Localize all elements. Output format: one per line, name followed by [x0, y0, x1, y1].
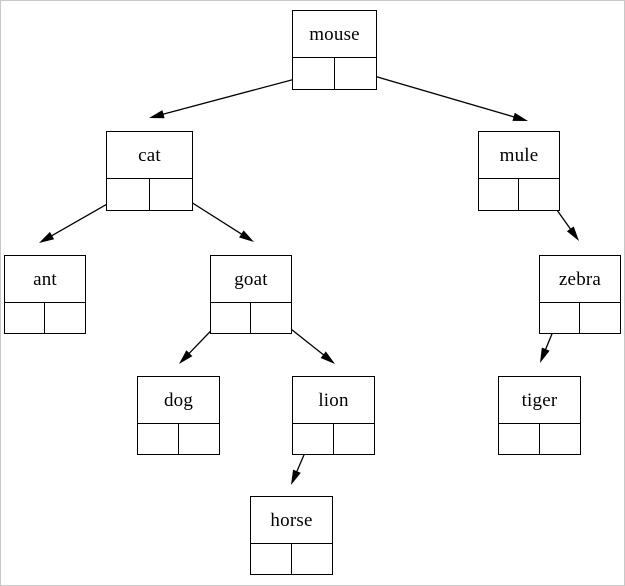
tree-node-label: dog	[138, 377, 219, 424]
tree-node-label: goat	[211, 256, 291, 303]
tree-node-pointer-row	[107, 179, 192, 210]
tree-node-dog[interactable]: dog	[137, 376, 220, 455]
left-pointer-cell[interactable]	[293, 424, 334, 454]
tree-edge-mouse-to-mule	[356, 70, 528, 121]
right-pointer-cell[interactable]	[150, 179, 193, 210]
tree-node-pointer-row	[251, 544, 332, 574]
left-pointer-cell[interactable]	[211, 303, 251, 333]
tree-node-pointer-row	[138, 424, 219, 454]
tree-node-pointer-row	[499, 424, 580, 454]
tree-node-zebra[interactable]: zebra	[539, 255, 621, 334]
tree-node-label: ant	[5, 256, 85, 303]
right-pointer-cell[interactable]	[179, 424, 220, 454]
tree-node-label: mouse	[293, 11, 376, 58]
tree-node-pointer-row	[293, 424, 374, 454]
left-pointer-cell[interactable]	[138, 424, 179, 454]
tree-node-cat[interactable]: cat	[106, 131, 193, 211]
left-pointer-cell[interactable]	[5, 303, 45, 333]
tree-node-ant[interactable]: ant	[4, 255, 86, 334]
tree-node-horse[interactable]: horse	[250, 496, 333, 575]
right-pointer-cell[interactable]	[334, 424, 375, 454]
tree-node-mouse[interactable]: mouse	[292, 10, 377, 90]
right-pointer-cell[interactable]	[292, 544, 333, 574]
right-pointer-cell[interactable]	[580, 303, 620, 333]
tree-node-pointer-row	[5, 303, 85, 333]
left-pointer-cell[interactable]	[499, 424, 540, 454]
tree-node-label: mule	[479, 132, 559, 179]
left-pointer-cell[interactable]	[251, 544, 292, 574]
right-pointer-cell[interactable]	[335, 58, 377, 89]
tree-node-label: lion	[293, 377, 374, 424]
left-pointer-cell[interactable]	[107, 179, 150, 210]
left-pointer-cell[interactable]	[540, 303, 580, 333]
tree-node-lion[interactable]: lion	[292, 376, 375, 455]
right-pointer-cell[interactable]	[45, 303, 85, 333]
tree-node-label: tiger	[499, 377, 580, 424]
tree-edge-mouse-to-cat	[149, 73, 315, 119]
tree-node-pointer-row	[211, 303, 291, 333]
tree-node-pointer-row	[293, 58, 376, 89]
tree-node-label: horse	[251, 497, 332, 544]
tree-node-label: zebra	[540, 256, 620, 303]
left-pointer-cell[interactable]	[293, 58, 335, 89]
tree-node-goat[interactable]: goat	[210, 255, 292, 334]
right-pointer-cell[interactable]	[519, 179, 559, 210]
tree-node-pointer-row	[479, 179, 559, 210]
tree-node-pointer-row	[540, 303, 620, 333]
left-pointer-cell[interactable]	[479, 179, 519, 210]
right-pointer-cell[interactable]	[251, 303, 291, 333]
right-pointer-cell[interactable]	[540, 424, 581, 454]
tree-node-mule[interactable]: mule	[478, 131, 560, 211]
tree-node-tiger[interactable]: tiger	[498, 376, 581, 455]
tree-node-label: cat	[107, 132, 192, 179]
